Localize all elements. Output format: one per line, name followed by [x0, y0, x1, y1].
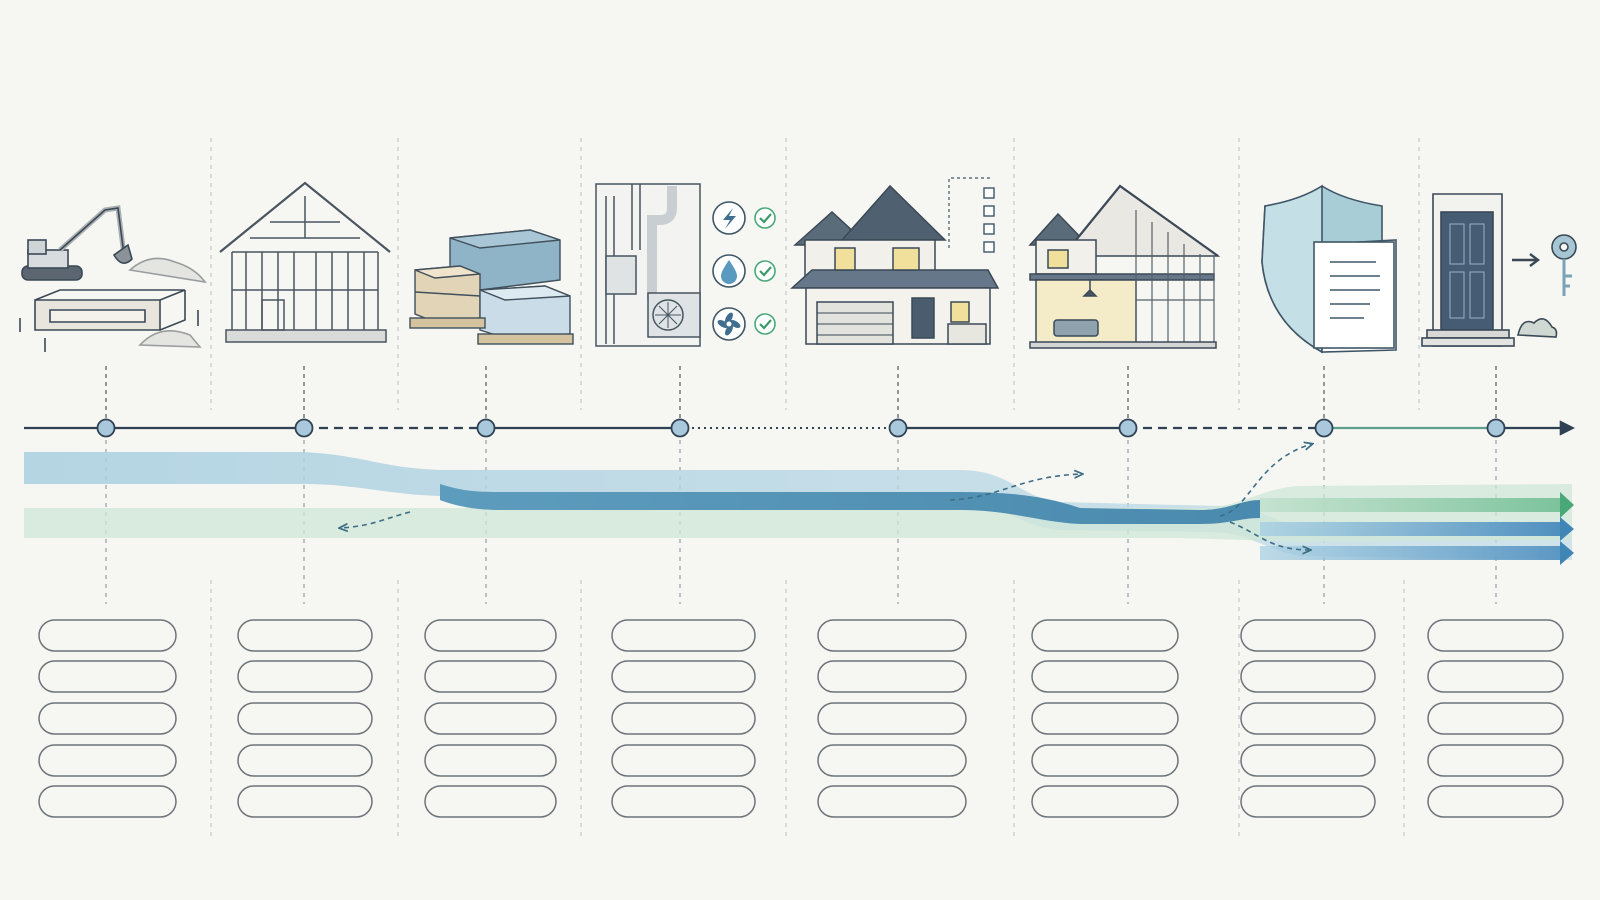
label-pill-stage-7-row-3	[1240, 702, 1376, 735]
checklist-box	[983, 223, 995, 235]
utilities-hvac-icon	[595, 183, 701, 347]
excavator-foundation-icon	[19, 205, 207, 352]
label-pill-stage-1-row-2	[38, 660, 177, 693]
flow-merge-arrow-up	[1219, 444, 1312, 517]
timeline-nodes	[96, 418, 1506, 438]
label-pill-stage-5-row-5	[817, 785, 967, 818]
house-cutaway-interior-icon	[1028, 184, 1221, 349]
label-pill-stage-6-row-3	[1031, 702, 1179, 735]
timber-frame-house-icon	[219, 181, 391, 343]
label-pill-stage-8-row-5	[1427, 785, 1564, 818]
label-pill-stage-8-row-3	[1427, 702, 1564, 735]
label-pill-stage-4-row-3	[611, 702, 756, 735]
flow-return-arrow	[340, 511, 411, 528]
label-pill-stage-8-row-2	[1427, 660, 1564, 693]
label-pill-stage-5-row-4	[817, 744, 967, 777]
checklist-box	[983, 187, 995, 199]
label-pill-stage-6-row-5	[1031, 785, 1179, 818]
flow-band-blue-end-2	[1260, 546, 1560, 560]
label-pill-stage-1-row-4	[38, 744, 177, 777]
label-pill-stage-3-row-2	[424, 660, 557, 693]
front-door-key-icon	[1421, 193, 1577, 347]
check-icon	[754, 260, 776, 282]
label-pill-stage-2-row-4	[237, 744, 373, 777]
label-pill-stage-5-row-3	[817, 702, 967, 735]
timeline-node-4	[670, 418, 690, 438]
check-icon	[754, 207, 776, 229]
label-pill-stage-1-row-1	[38, 619, 177, 652]
flow-band-green	[24, 484, 1572, 542]
label-pill-stage-3-row-4	[424, 744, 557, 777]
flow-band-blue-dark	[440, 484, 1260, 524]
label-pill-stage-4-row-2	[611, 660, 756, 693]
label-pill-stage-6-row-4	[1031, 744, 1179, 777]
flow-bands	[24, 444, 1574, 565]
label-pill-stage-7-row-4	[1240, 744, 1376, 777]
label-pill-stage-1-row-3	[38, 702, 177, 735]
label-pill-stage-4-row-4	[611, 744, 756, 777]
timeline-node-8	[1486, 418, 1506, 438]
finished-house-icon	[790, 184, 1000, 345]
label-pill-stage-4-row-5	[611, 785, 756, 818]
utility-checklist	[712, 201, 776, 341]
checklist-leader	[948, 177, 990, 248]
label-pill-stage-5-row-2	[817, 660, 967, 693]
stage-label-pills	[38, 619, 1564, 818]
label-pill-stage-3-row-5	[424, 785, 557, 818]
label-pill-stage-6-row-1	[1031, 619, 1179, 652]
flow-merge-arrow-down	[1229, 521, 1310, 550]
lightning-icon	[712, 201, 746, 235]
fan-icon	[712, 307, 746, 341]
checklist-box	[983, 205, 995, 217]
timeline-node-6	[1118, 418, 1138, 438]
flow-band-blue-light	[24, 452, 1572, 560]
label-pill-stage-7-row-1	[1240, 619, 1376, 652]
label-pill-stage-8-row-1	[1427, 619, 1564, 652]
timeline-node-5	[888, 418, 908, 438]
label-pill-stage-1-row-5	[38, 785, 177, 818]
label-pill-stage-6-row-2	[1031, 660, 1179, 693]
timeline-node-1	[96, 418, 116, 438]
label-pill-stage-2-row-1	[237, 619, 373, 652]
house-checklist	[948, 177, 995, 253]
flow-band-green-end	[1260, 498, 1560, 512]
timeline-node-7	[1314, 418, 1334, 438]
label-pill-stage-3-row-3	[424, 702, 557, 735]
label-pill-stage-2-row-5	[237, 785, 373, 818]
blue-output-arrow-1	[1560, 517, 1574, 541]
label-pill-stage-3-row-1	[424, 619, 557, 652]
check-icon	[754, 313, 776, 335]
wrapped-materials-pallets-icon	[409, 229, 574, 345]
label-pill-stage-2-row-3	[237, 702, 373, 735]
label-pill-stage-5-row-1	[817, 619, 967, 652]
flow-band-blue-end-1	[1260, 522, 1560, 536]
label-pill-stage-4-row-1	[611, 619, 756, 652]
timeline-node-2	[294, 418, 314, 438]
stage-dividers	[210, 138, 1420, 840]
shield-document-icon	[1261, 184, 1397, 354]
label-pill-stage-7-row-2	[1240, 660, 1376, 693]
label-pill-stage-8-row-4	[1427, 744, 1564, 777]
timeline-node-3	[476, 418, 496, 438]
blue-output-arrow-2	[1560, 541, 1574, 565]
label-pill-stage-2-row-2	[237, 660, 373, 693]
label-pill-stage-7-row-5	[1240, 785, 1376, 818]
flow-branch-arrow	[949, 474, 1082, 501]
green-output-arrow	[1560, 492, 1574, 518]
water-drop-icon	[712, 254, 746, 288]
checklist-box	[983, 241, 995, 253]
